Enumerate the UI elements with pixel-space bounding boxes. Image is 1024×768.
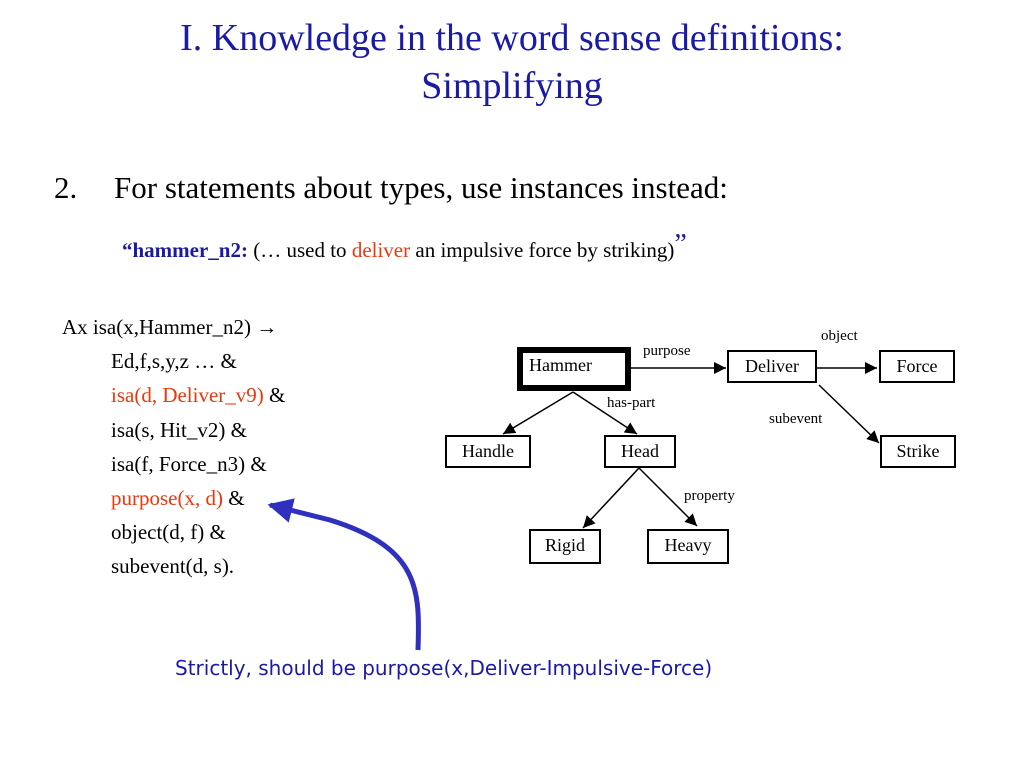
edge-property bbox=[638, 467, 698, 527]
quote-term: hammer_n2: bbox=[132, 238, 248, 262]
logic-amp: & bbox=[269, 383, 286, 408]
logic-line: Ax isa(x,Hammer_n2) → bbox=[62, 315, 278, 339]
logic-line: isa(s, Hit_v2) & bbox=[111, 417, 247, 442]
quote-part-2: an impulsive force by striking) bbox=[415, 238, 675, 262]
bullet-point: 2. For statements about types, use instan… bbox=[54, 168, 728, 208]
logic-line: Ed,f,s,y,z … & bbox=[111, 349, 237, 374]
logic-line: object(d, f) & bbox=[111, 520, 226, 545]
edge-has-part-handle bbox=[502, 391, 574, 435]
logic-purpose: purpose(x, d) bbox=[111, 486, 223, 511]
node-heavy: Heavy bbox=[647, 529, 729, 564]
quote-open-mark: “ bbox=[122, 238, 133, 262]
title-line-1: I. Knowledge in the word sense definitio… bbox=[180, 17, 844, 59]
footnote: Strictly, should be purpose(x,Deliver-Im… bbox=[175, 656, 713, 680]
label-object: object bbox=[821, 328, 858, 344]
label-property: property bbox=[684, 488, 735, 504]
curved-arrow bbox=[267, 498, 421, 651]
definition-quote: “hammer_n2: (… used to deliver an impuls… bbox=[122, 230, 687, 265]
node-deliver: Deliver bbox=[727, 350, 817, 383]
edge-has-part-head bbox=[572, 391, 638, 435]
logic-line: isa(d, Deliver_v9) & bbox=[62, 378, 285, 412]
quote-part-1: (… used to bbox=[253, 238, 347, 262]
node-strike: Strike bbox=[880, 435, 956, 468]
bullet-text: For statements about types, use instance… bbox=[114, 170, 728, 205]
quote-deliver: deliver bbox=[351, 238, 411, 262]
label-purpose: purpose bbox=[643, 343, 691, 359]
label-subevent: subevent bbox=[769, 411, 823, 427]
node-handle: Handle bbox=[445, 435, 531, 468]
node-force: Force bbox=[879, 350, 955, 383]
edge-subevent bbox=[818, 384, 880, 444]
logic-line: purpose(x, d) & bbox=[62, 481, 285, 515]
title-line-2: Simplifying bbox=[421, 65, 603, 107]
bullet-number: 2. bbox=[54, 170, 78, 205]
logic-line: subevent(d, s). bbox=[111, 554, 235, 579]
node-hammer: Hammer bbox=[517, 347, 631, 391]
slide-title: I. Knowledge in the word sense definitio… bbox=[0, 14, 1024, 110]
logic-amp: & bbox=[228, 486, 245, 511]
logic-line: isa(f, Force_n3) & bbox=[111, 451, 267, 476]
edge-rigid bbox=[582, 467, 640, 529]
logic-formula: Ax isa(x,Hammer_n2) → Ed,f,s,y,z … & isa… bbox=[62, 310, 285, 584]
node-rigid: Rigid bbox=[529, 529, 601, 564]
quote-close-mark: ” bbox=[674, 229, 687, 260]
label-has-part: has-part bbox=[607, 395, 656, 411]
logic-isa-deliver: isa(d, Deliver_v9) bbox=[111, 383, 264, 408]
node-head: Head bbox=[604, 435, 676, 468]
